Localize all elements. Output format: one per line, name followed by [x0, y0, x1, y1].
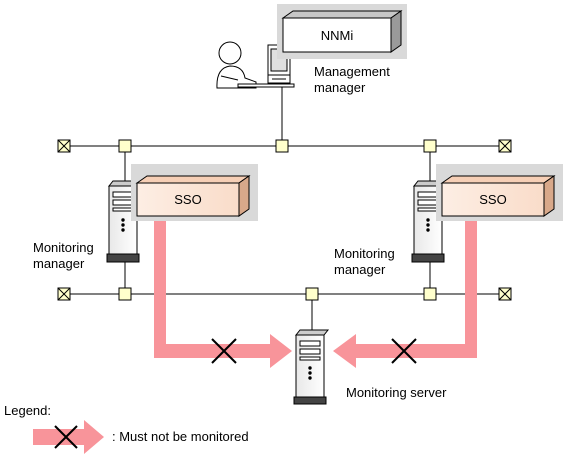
nnmi-label: NNMi [321, 28, 354, 43]
user-workstation-icon [216, 41, 295, 89]
network-node [423, 139, 437, 153]
monitoring-server-icon [293, 329, 330, 405]
network-node [275, 139, 289, 153]
blocked-arrow-left [154, 221, 292, 368]
terminator-icon [57, 287, 71, 301]
sso-box-right: SSO [436, 164, 563, 221]
network-node [118, 287, 132, 301]
blocked-x-icon [211, 338, 237, 364]
terminator-icon [57, 139, 71, 153]
monitoring-manager-left-label: Monitoring manager [33, 240, 94, 271]
network-node [118, 139, 132, 153]
terminator-icon [498, 287, 512, 301]
nnmi-box: NNMi [277, 4, 407, 59]
terminator-icon [498, 139, 512, 153]
sso-left-label: SSO [174, 192, 201, 207]
sso-right-label: SSO [479, 192, 506, 207]
legend-title: Legend: [4, 403, 51, 418]
monitoring-manager-right-label: Monitoring manager [334, 246, 395, 277]
blocked-arrow-right [333, 221, 477, 368]
legend-item-label: : Must not be monitored [112, 429, 249, 444]
blocked-x-icon [54, 425, 78, 449]
sso-box-left: SSO [131, 164, 258, 221]
network-node [423, 287, 437, 301]
legend-arrow [33, 420, 104, 454]
monitoring-server-label: Monitoring server [346, 385, 447, 400]
management-manager-label: Management manager [314, 64, 390, 95]
blocked-x-icon [391, 338, 417, 364]
network-node [305, 287, 319, 301]
